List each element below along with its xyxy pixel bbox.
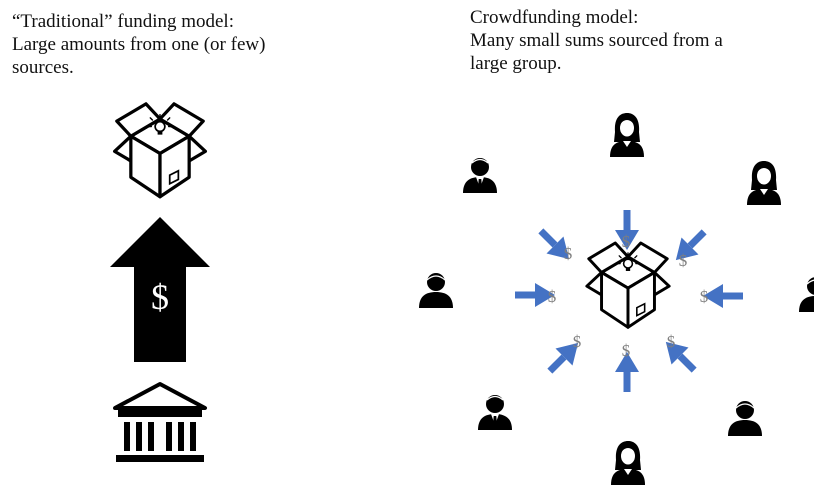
businessman-icon-bottom-left <box>477 394 513 431</box>
traditional-description-line2: sources. <box>12 57 74 78</box>
dollar-sign-left: $ <box>548 287 557 306</box>
woman-icon-top-right <box>747 161 781 205</box>
person-icon-right <box>798 276 814 313</box>
woman-icon-bottom <box>611 441 645 485</box>
person-icon-bottom-right <box>727 400 763 437</box>
arrow-dollar-sign: $ <box>151 277 169 317</box>
dollar-sign-top-left: $ <box>564 244 573 263</box>
arrow-from-top-right <box>667 223 713 269</box>
dollar-sign-bottom: $ <box>622 341 631 360</box>
crowdfunding-caption: Crowdfunding model: Many small sums sour… <box>470 6 723 75</box>
woman-icon-top <box>610 113 644 157</box>
person-icon-left <box>418 272 454 309</box>
dollar-sign-bottom-left: $ <box>573 332 582 351</box>
traditional-title: “Traditional” funding model: <box>12 11 234 32</box>
crowdfunding-description-line2: large group. <box>470 53 562 74</box>
arrow-from-bottom-right <box>657 333 703 379</box>
up-arrow-icon <box>110 217 210 362</box>
dollar-sign-right: $ <box>700 287 709 306</box>
arrow-from-right <box>703 284 743 308</box>
dollar-sign-top: $ <box>622 232 631 251</box>
dollar-sign-bottom-right: $ <box>667 332 676 351</box>
crowdfunding-description-line1: Many small sums sourced from a <box>470 30 723 51</box>
traditional-caption: “Traditional” funding model: Large amoun… <box>12 10 265 79</box>
center-idea-box-icon <box>585 241 671 329</box>
businessman-icon-top-left <box>462 157 498 194</box>
crowdfunding-title: Crowdfunding model: <box>470 7 639 28</box>
dollar-sign-top-right: $ <box>679 251 688 270</box>
idea-box-icon <box>113 102 207 199</box>
bank-icon <box>113 382 207 462</box>
traditional-description-line1: Large amounts from one (or few) <box>12 34 266 55</box>
